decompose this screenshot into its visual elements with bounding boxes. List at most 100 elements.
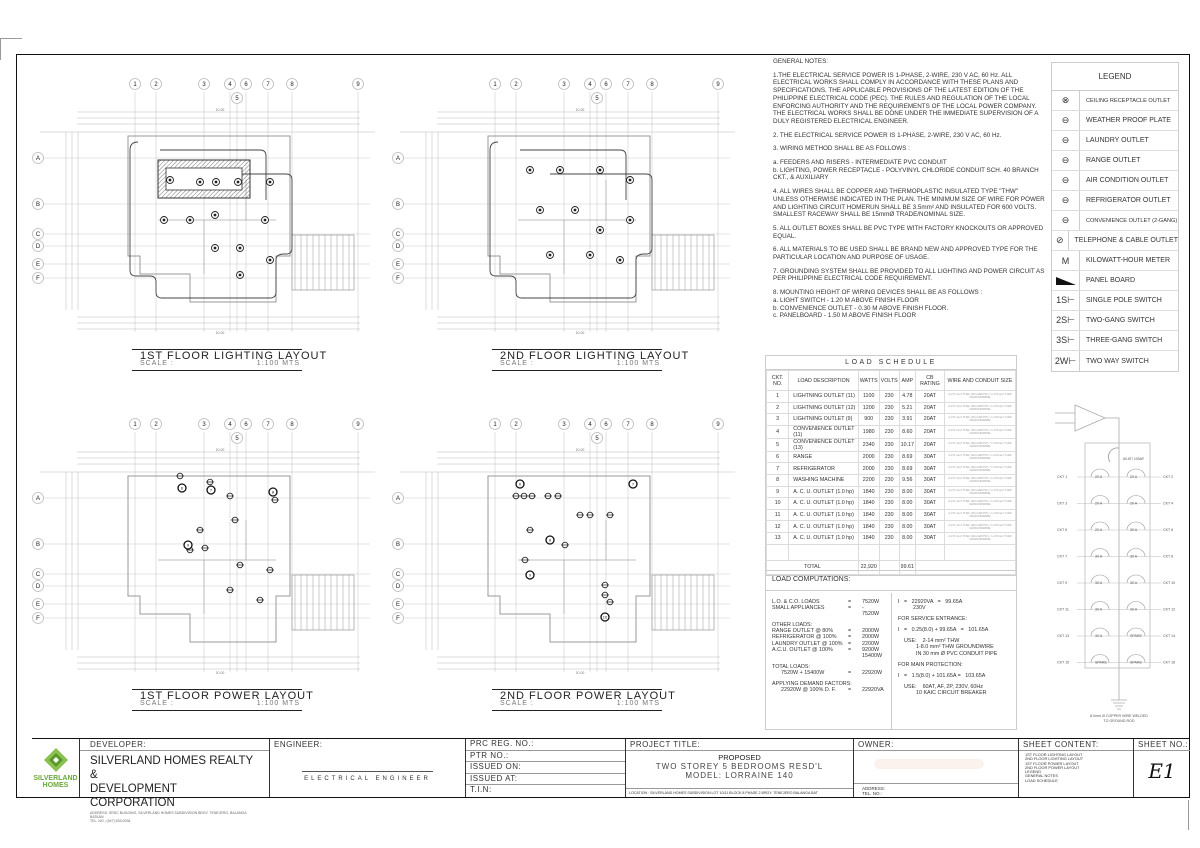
circuit-tag-icon: 6 bbox=[177, 483, 187, 493]
grid-column-label: 9 bbox=[716, 82, 720, 88]
svg-text:TO GROUND ROD: TO GROUND ROD bbox=[1104, 719, 1135, 723]
three-gang-switch-icon: 3S⊢ bbox=[1052, 331, 1080, 350]
outlet-icon bbox=[561, 541, 569, 549]
wire-size-cell: 2-3.5 mm² THW, 20mmØ PVC / 1-3.5mm² THW … bbox=[943, 437, 1017, 452]
column-header: WIRE AND CONDUIT SIZE bbox=[943, 370, 1017, 391]
legend-label: TWO-GANG SWITCH bbox=[1086, 317, 1155, 324]
legend-item: ⊖AIR CONDITION OUTLET bbox=[1052, 171, 1178, 191]
svg-text:30 A: 30 A bbox=[1130, 555, 1138, 559]
table-cell: 1 bbox=[765, 390, 790, 403]
outlet-icon bbox=[512, 492, 520, 500]
outlet-icon bbox=[176, 472, 184, 480]
project-location: LOCATION : SILVERLAND HOMES SUBDIVISION … bbox=[626, 788, 853, 797]
svg-text:CKT 14: CKT 14 bbox=[1163, 634, 1175, 638]
plan-scale-label: SCALE : bbox=[500, 360, 534, 367]
outlet-icon bbox=[206, 478, 214, 486]
svg-text:30 A: 30 A bbox=[1095, 555, 1103, 559]
developer-name-2: DEVELOPMENT CORPORATION bbox=[90, 783, 177, 809]
outlet-icon bbox=[526, 526, 534, 534]
grid-row-label: A bbox=[36, 496, 40, 502]
wire-size-cell: 2-3.5 mm² THW, 20mmØ PVC / 1-3.5mm² THW … bbox=[943, 485, 1017, 499]
computation-line: 7520W + 15400W=22920W bbox=[772, 669, 883, 676]
svg-text:9: 9 bbox=[529, 573, 532, 578]
general-note-item: 6. ALL MATERIALS TO BE USED SHALL BE BRA… bbox=[773, 246, 1038, 262]
computation-line: I = 0.25(8.0) + 99.65A = 101.65A bbox=[898, 627, 989, 634]
svg-text:CKT 16: CKT 16 bbox=[1163, 661, 1175, 665]
load-computations: LOAD COMPUTATIONS: L.O. & C.O. LOADS=752… bbox=[765, 570, 1017, 730]
ceiling-light-icon bbox=[196, 178, 204, 186]
load-schedule-title: LOAD SCHEDULE bbox=[766, 356, 1016, 370]
sheet-content-item: LOAD SCHEDULE bbox=[1025, 777, 1058, 783]
table-cell: 2200 bbox=[857, 473, 880, 487]
table-cell: LIGHTNING OUTLET (12) bbox=[788, 401, 859, 415]
owner-cell: OWNER: ADDRESS: TEL. NO.: bbox=[854, 739, 1019, 797]
table-cell: 20AT bbox=[914, 437, 945, 452]
legend-label: WEATHER PROOF PLATE bbox=[1086, 117, 1171, 124]
ceiling-light-icon bbox=[211, 244, 219, 252]
computation-line: A.C.U. OUTLET @ 100%=9200W bbox=[772, 646, 880, 653]
sheet-content-item: 1ST FLOOR POWER LAYOUT bbox=[1025, 760, 1079, 766]
exterior-stairs bbox=[651, 574, 715, 631]
grid-column-label: 1 bbox=[133, 82, 137, 88]
svg-text:CKT 13: CKT 13 bbox=[1057, 634, 1069, 638]
ptr-label: PTR NO.: bbox=[466, 751, 625, 763]
svg-text:6: 6 bbox=[519, 482, 522, 487]
legend-label: RANGE OUTLET bbox=[1086, 157, 1141, 164]
grid-row-label: E bbox=[36, 602, 40, 608]
weather-proof-icon: ⊖ bbox=[1052, 111, 1080, 130]
grid-column-label: 3 bbox=[202, 82, 206, 88]
outlet-icon bbox=[226, 492, 234, 500]
grid-row-label: C bbox=[36, 232, 41, 238]
table-cell: 2000 bbox=[857, 462, 880, 475]
legend-label: PANEL BOARD bbox=[1086, 277, 1136, 284]
legend-label: SINGLE POLE SWITCH bbox=[1086, 297, 1162, 304]
grid-column-label: 4 bbox=[228, 82, 232, 88]
plan-scale: SCALE :1:100 MTS bbox=[140, 700, 300, 707]
circuit-tag-icon: 8 bbox=[545, 535, 555, 545]
legend-item: 3S⊢THREE-GANG SWITCH bbox=[1052, 331, 1178, 351]
laundry-outlet-icon: ⊖ bbox=[1052, 131, 1080, 150]
computation-line: I = 22920VA = 99.65A bbox=[898, 599, 963, 605]
exterior-stairs bbox=[291, 234, 355, 291]
column-header: AMP bbox=[898, 370, 916, 391]
svg-text:CKT 11: CKT 11 bbox=[1057, 608, 1069, 612]
svg-text:7: 7 bbox=[632, 482, 635, 487]
svg-text:CKT 15: CKT 15 bbox=[1057, 661, 1069, 665]
svg-text:30 A: 30 A bbox=[1095, 581, 1103, 585]
developer-tel: TEL. NO.: (047) 633-0034 bbox=[90, 819, 131, 823]
table-cell: 8.69 bbox=[898, 450, 916, 464]
ceiling-light-icon bbox=[596, 166, 604, 174]
table-cell: 4 bbox=[765, 424, 790, 439]
general-notes-title: GENERAL NOTES: bbox=[773, 58, 829, 65]
svg-text:20 A: 20 A bbox=[1130, 502, 1138, 506]
outlet-icon bbox=[196, 526, 204, 534]
computation-line: SMALL APPLIANCES=- bbox=[772, 605, 864, 612]
developer-label: DEVELOPER: bbox=[80, 739, 269, 751]
legend-label: CONVENIENCE OUTLET (2-GANG) bbox=[1086, 217, 1178, 224]
general-notes: GENERAL NOTES: 1.THE ELECTRICAL SERVICE … bbox=[773, 58, 1045, 326]
grid-row-label: A bbox=[396, 156, 400, 162]
table-cell: 20AT bbox=[914, 413, 945, 426]
table-cell: 4.78 bbox=[898, 390, 916, 403]
legend-item: ⊖REFRIGERATOR OUTLET bbox=[1052, 191, 1178, 211]
table-cell: 10.17 bbox=[898, 437, 916, 452]
owner-tel: TEL. NO.: bbox=[862, 791, 883, 796]
plan-scale-value: 1:100 MTS bbox=[616, 700, 660, 707]
ceiling-light-icon bbox=[211, 211, 219, 219]
legend-label: LAUNDRY OUTLET bbox=[1086, 137, 1149, 144]
svg-text:CKT 7: CKT 7 bbox=[1057, 555, 1067, 559]
table-cell: 1840 bbox=[857, 508, 880, 522]
legend-item: PANEL BOARD bbox=[1052, 271, 1178, 291]
drawing-sheet bbox=[16, 54, 1190, 798]
project-line-3: MODEL: LORRAINE 140 bbox=[685, 771, 794, 780]
crop-mark-tl bbox=[0, 38, 22, 60]
